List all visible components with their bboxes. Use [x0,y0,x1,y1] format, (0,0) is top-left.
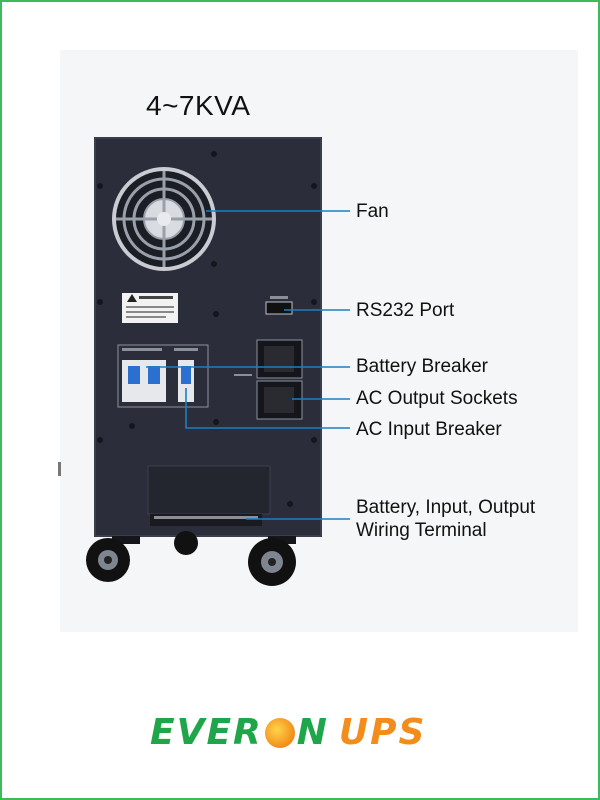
label-wiring-line1: Battery, Input, Output [356,497,536,518]
label-battery-breaker: Battery Breaker [356,356,488,377]
logo-text-start: EVER [150,712,263,753]
label-wiring-terminal: Battery, Input, Output Wiring Terminal [356,496,535,542]
terminal-cover [147,465,271,526]
rs232-port [265,296,293,315]
caster-wheels [86,531,296,586]
label-fan: Fan [356,201,389,222]
breakers-panel [117,344,209,408]
label-ac-output-sockets: AC Output Sockets [356,388,518,409]
screws [97,151,317,507]
ac-output-sockets [234,339,303,420]
edge-mark [58,462,61,476]
leader-ac-input [185,388,350,429]
warning-label [122,293,178,323]
fan-assembly [112,167,216,271]
model-title: 4~7KVA [146,90,251,121]
label-wiring-line2: Wiring Terminal [356,520,487,541]
logo-text-end: N [296,712,329,753]
logo-suffix: UPS [338,712,427,753]
label-ac-input-breaker: AC Input Breaker [356,419,502,440]
label-rs232-port: RS232 Port [356,300,455,321]
leader-lines [146,210,350,520]
sun-icon [264,718,295,748]
